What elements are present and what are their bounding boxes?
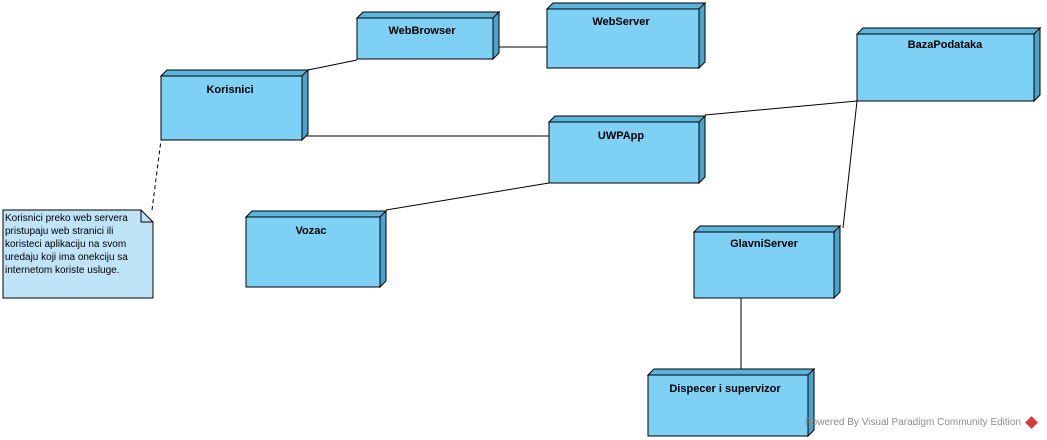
node-vozac[interactable]: Vozac: [244, 209, 388, 289]
node-label-bazapodataka: BazaPodataka: [908, 39, 983, 51]
node-dispecer[interactable]: Dispecer i supervizor: [646, 367, 816, 438]
node-label-glavniserver: GlavniServer: [730, 238, 799, 250]
note-shape: [2, 209, 154, 299]
connector-uwpapp-bazapodataka: [704, 100, 858, 116]
visual-paradigm-logo-icon: [1025, 415, 1038, 429]
node-label-uwpapp: UWPApp: [598, 130, 645, 142]
node-label-korisnici: Korisnici: [206, 84, 253, 96]
node-korisnici[interactable]: Korisnici: [159, 68, 310, 142]
node-label-webbrowser: WebBrowser: [388, 25, 456, 37]
node-uwpapp[interactable]: UWPApp: [547, 114, 707, 185]
node-label-vozac: Vozac: [296, 225, 327, 237]
watermark-text: Powered By Visual Paradigm Community Edi…: [805, 417, 1022, 428]
node-webbrowser[interactable]: WebBrowser: [355, 10, 501, 61]
connector-note-korisnici: [151, 139, 162, 211]
note-text: Korisnici preko web servera pristupaju w…: [5, 213, 128, 276]
note[interactable]: Korisnici preko web servera pristupaju w…: [3, 210, 153, 298]
connector-korisnici-webbrowser: [307, 59, 358, 71]
watermark: Powered By Visual Paradigm Community Edi…: [805, 415, 1038, 429]
node-glavniserver[interactable]: GlavniServer: [692, 224, 842, 300]
node-label-webserver: WebServer: [592, 16, 650, 28]
node-label-dispecer: Dispecer i supervizor: [669, 383, 781, 395]
connector-glavniserver-bazapodataka: [842, 100, 858, 229]
connectors: [151, 46, 858, 369]
connector-vozac-uwpapp: [385, 182, 550, 211]
node-bazapodataka[interactable]: BazaPodataka: [855, 26, 1042, 103]
node-webserver[interactable]: WebServer: [545, 1, 707, 70]
